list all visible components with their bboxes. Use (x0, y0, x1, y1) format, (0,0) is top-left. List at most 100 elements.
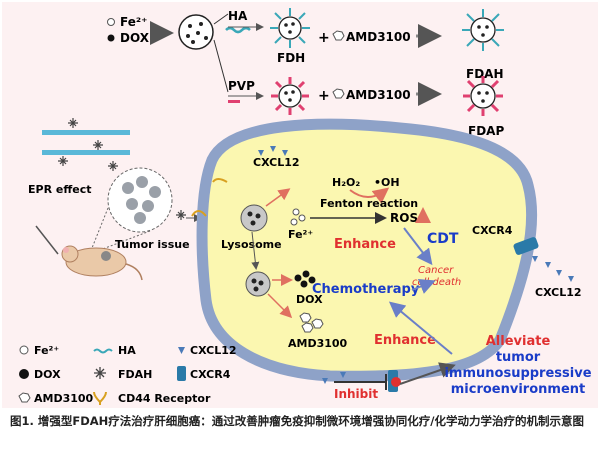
arrow-lysosome-fe (265, 188, 291, 207)
cancer-label: Cancer (418, 265, 454, 276)
fdap-particle-icon (463, 76, 503, 116)
amd-shape-icon-1 (332, 30, 345, 41)
inhibit-label: Inhibit (334, 387, 378, 401)
legend-fdah-icon (94, 367, 106, 379)
plus-sign-2: + (318, 88, 330, 104)
enhance-label-1: Enhance (334, 237, 396, 252)
cxcr4-receptor-icon (513, 237, 539, 255)
alleviate-line-2: tumor (496, 350, 541, 365)
legend-cxcr4-icon (177, 366, 186, 381)
lysosome-label: Lysosome (221, 238, 282, 251)
enhance-label-2: Enhance (374, 333, 436, 348)
fdh-label: FDH (277, 51, 305, 65)
mechanism-diagram: Fe²⁺ DOX HA (18, 8, 592, 405)
legend: Fe²⁺ HA CXCL12 DOX FDAH CXCR4 AMD3100 CD… (18, 344, 237, 405)
free-fdah-icon (176, 210, 186, 220)
cxcr4-label: CXCR4 (472, 224, 513, 237)
cxcl12-bottom-icon (322, 372, 346, 384)
ros-label: ROS (390, 211, 418, 225)
amd-shape-icon-2 (332, 88, 345, 99)
zoom-line-2 (99, 230, 151, 251)
amd-label-2: AMD3100 (346, 88, 411, 102)
ha-label: HA (228, 9, 248, 23)
legend-cxcl12-label: CXCL12 (190, 344, 237, 357)
chemotherapy-label: Chemotherapy (312, 282, 420, 297)
synthesis-scheme: Fe²⁺ DOX HA (107, 8, 504, 138)
tumor-cell: CXCL12 H₂O₂ •OH Fenton reaction Lysosome… (191, 118, 582, 401)
alleviate-line-3: immunosuppressive (444, 366, 591, 381)
nanoparticle-core-icon (178, 14, 214, 50)
tumor-cells-icon (122, 176, 161, 224)
pvp-particle-icon (271, 77, 309, 115)
vessel-wall-top (42, 130, 130, 135)
pvp-chain-icon (228, 100, 240, 103)
cxcl12-right-icon (532, 256, 574, 282)
cell-death-label: cell death (412, 277, 461, 288)
alleviate-line-1: Alleviate (486, 334, 551, 349)
cd44-receptor-icon-2 (191, 210, 207, 217)
ha-chain-icon (225, 26, 251, 34)
arrow-alleviate-enhance (388, 301, 453, 355)
legend-amd-icon (18, 392, 31, 403)
dox-cell-label: DOX (296, 293, 323, 306)
mouse-icon (61, 245, 143, 281)
legend-cxcr4-label: CXCR4 (190, 368, 231, 381)
amd-label-1: AMD3100 (346, 30, 411, 44)
pvp-label: PVP (228, 79, 255, 93)
cdt-label: CDT (427, 231, 459, 247)
epr-effect-label: EPR effect (28, 183, 92, 196)
zoom-line-1 (91, 207, 109, 249)
plus-sign-1: + (318, 30, 330, 46)
legend-fe-icon (19, 345, 29, 355)
cxcl12-top-icon (258, 146, 288, 156)
alleviate-block: Alleviate tumor immunosuppressive microe… (444, 334, 591, 397)
legend-ha-icon (93, 348, 113, 354)
fe-dot-icon (107, 18, 115, 26)
legend-fdah-label: FDAH (118, 368, 152, 381)
lysosome-icon (240, 204, 268, 232)
figure-caption: 图1. 增强型FDAH疗法治疗肝细胞癌：通过改善肿瘤免疫抑制微环境增强协同化疗/… (10, 414, 584, 428)
legend-amd-label: AMD3100 (34, 392, 94, 405)
legend-dox-icon (19, 369, 29, 379)
fdh-particle-icon (270, 8, 310, 48)
fenton-reaction-label: Fenton reaction (320, 197, 418, 210)
fdah-label: FDAH (466, 67, 504, 81)
amd-cluster-icon (299, 312, 324, 333)
amd-cell-label: AMD3100 (288, 337, 348, 350)
cxcl12-top-label: CXCL12 (253, 156, 300, 169)
arrow-chemo-death (411, 279, 436, 294)
dox-label: DOX (120, 31, 150, 45)
fe-cell-label: Fe²⁺ (288, 228, 313, 241)
cxcl12-right-label: CXCL12 (535, 286, 582, 299)
cd44-receptor-icon (212, 178, 228, 183)
fe-label: Fe²⁺ (120, 15, 147, 29)
fdah-particle-icon (462, 9, 504, 51)
tumor-issue-label: Tumor issue (115, 238, 190, 251)
inhibit-dot-icon (391, 377, 401, 387)
legend-fe-label: Fe²⁺ (34, 344, 59, 357)
oh-label: •OH (374, 176, 400, 189)
arrow-lysosome-down (251, 231, 260, 270)
h2o2-label: H₂O₂ (332, 176, 360, 189)
arrow-to-amd (267, 293, 293, 319)
branch-down-line (213, 39, 229, 93)
fe-ion-icon (290, 208, 306, 226)
fdap-label: FDAP (468, 124, 504, 138)
syringe-icon (35, 225, 59, 255)
dox-dot-icon (107, 34, 115, 42)
legend-dox-label: DOX (34, 368, 61, 381)
lysosome-inner-icon (245, 271, 271, 297)
alleviate-line-4: microenvironment (451, 382, 585, 397)
vessel-particles-icon (58, 118, 118, 171)
legend-cxcl12-icon (178, 347, 185, 354)
inhibit-bar-icon (334, 374, 387, 390)
legend-cd44-icon (93, 391, 107, 405)
dox-cluster-icon (294, 270, 316, 288)
legend-ha-label: HA (118, 344, 136, 357)
arrow-ros-death (403, 227, 433, 266)
branch-up-line (213, 13, 229, 25)
cxcl12-top-group: CXCL12 (253, 146, 300, 169)
legend-cd44-label: CD44 Receptor (118, 392, 211, 405)
vessel-and-mouse: EPR effect Tumor issue (28, 118, 202, 281)
